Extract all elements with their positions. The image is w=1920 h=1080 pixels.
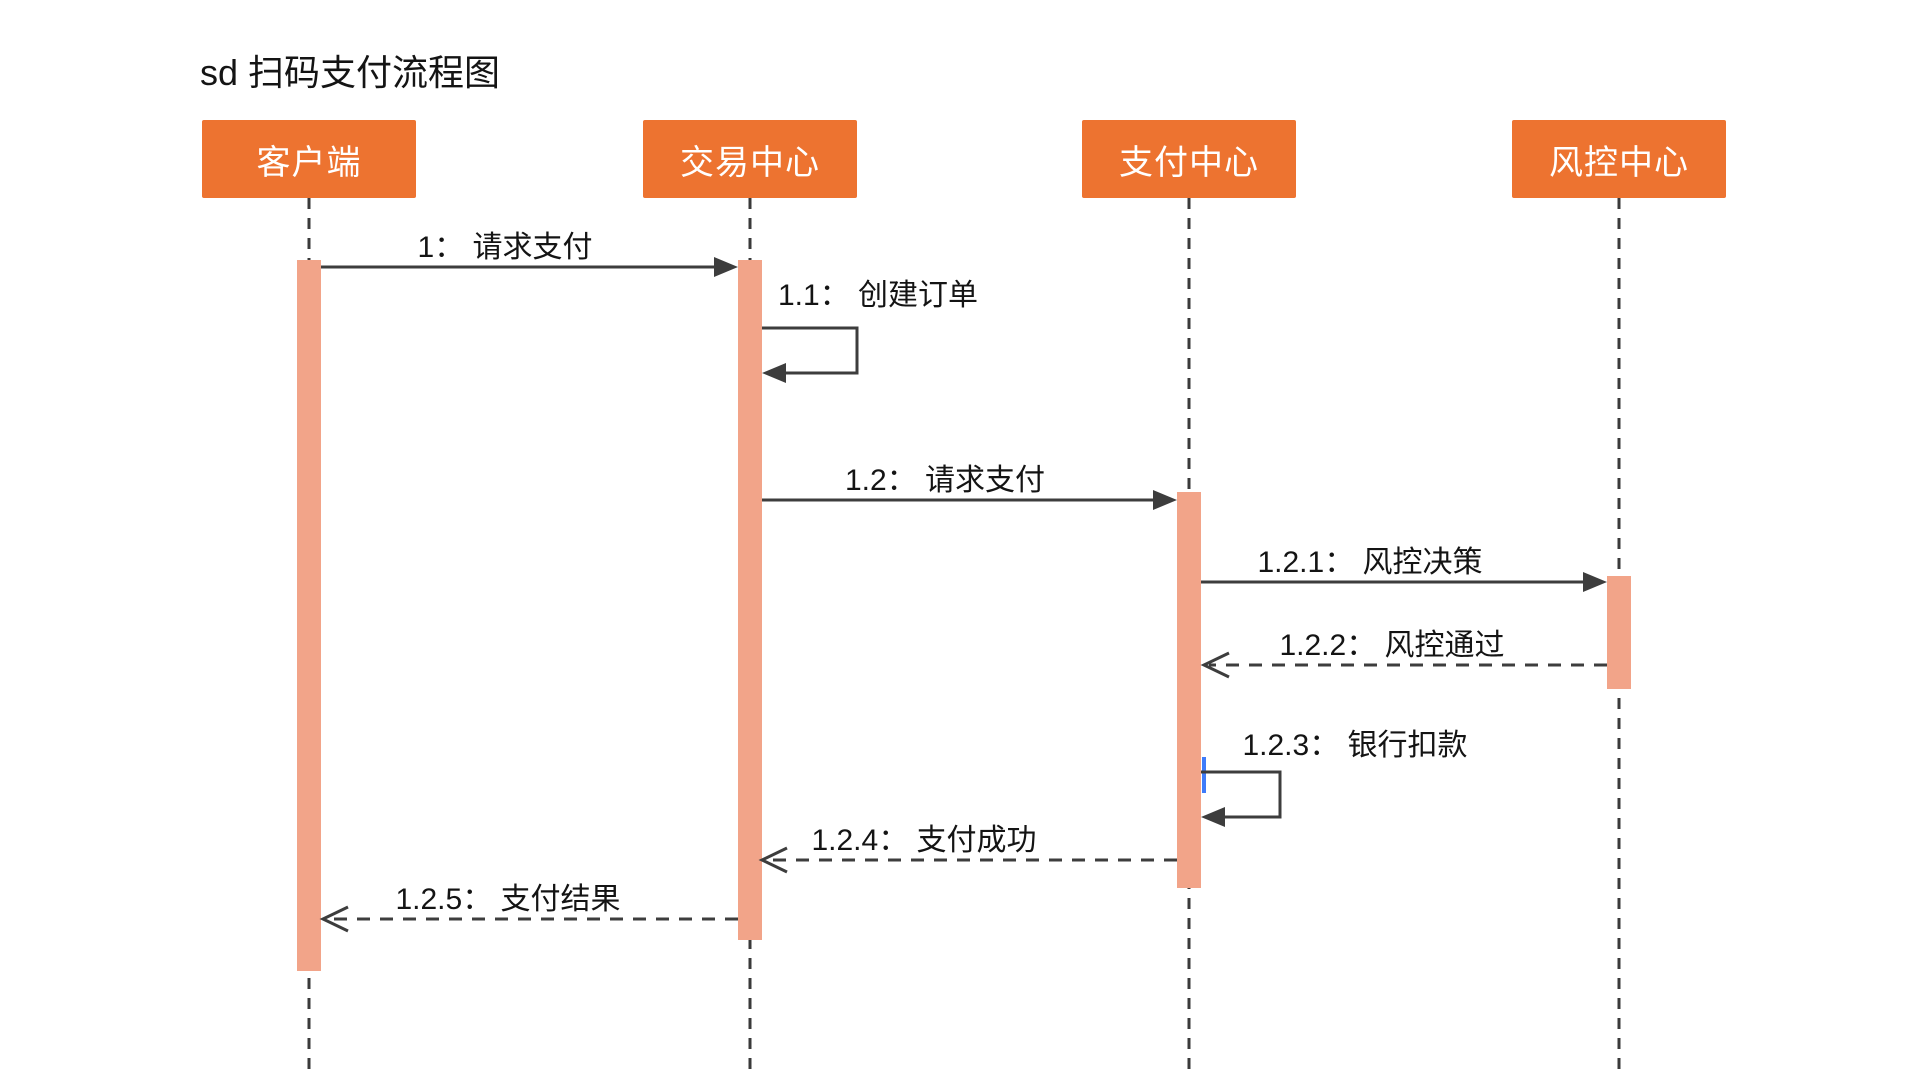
actor-box-client: 客户端 (202, 120, 416, 198)
activation-bar-trade-center (738, 260, 762, 940)
message-line-1-2-3 (1201, 770, 1282, 819)
message-arrow-1-2-5 (319, 905, 738, 933)
arrowhead-open-icon (319, 905, 349, 933)
arrowhead-filled-icon (714, 257, 738, 277)
message-arrow-1-1 (762, 326, 859, 383)
text-cursor (1202, 757, 1206, 793)
message-label-1-2: 1.2： 请求支付 (844, 464, 1046, 497)
arrowhead-filled-icon (1201, 807, 1225, 827)
activation-bar-pay-center (1177, 492, 1201, 888)
message-label-1-2-3: 1.2.3： 银行扣款 (1242, 729, 1468, 762)
actor-label-client: 客户端 (256, 143, 362, 182)
actor-label-trade-center: 交易中心 (680, 143, 820, 182)
message-label-1-2-2: 1.2.2： 风控通过 (1279, 629, 1505, 662)
message-arrow-1-2-3 (1201, 770, 1282, 827)
message-label-1: 1： 请求支付 (417, 231, 593, 264)
message-label-1-2-1: 1.2.1： 风控决策 (1257, 546, 1483, 579)
message-arrow-1-2-1 (1201, 572, 1607, 592)
actor-box-risk-center: 风控中心 (1512, 120, 1726, 198)
arrowhead-open-icon (758, 846, 788, 874)
actor-label-pay-center: 支付中心 (1119, 143, 1259, 182)
actor-box-pay-center: 支付中心 (1082, 120, 1296, 198)
activation-bar-risk-center (1607, 576, 1631, 689)
actor-box-trade-center: 交易中心 (643, 120, 857, 198)
message-label-1-1: 1.1： 创建订单 (777, 279, 979, 312)
arrowhead-filled-icon (1583, 572, 1607, 592)
activation-bar-client (297, 260, 321, 971)
message-label-1-2-5: 1.2.5： 支付结果 (395, 883, 621, 916)
message-arrow-1-2-4 (758, 846, 1177, 874)
arrowhead-filled-icon (762, 363, 786, 383)
message-arrow-1-2 (762, 490, 1177, 510)
message-line-1-1 (762, 326, 859, 375)
arrowhead-filled-icon (1153, 490, 1177, 510)
message-arrow-1-2-2 (1200, 651, 1607, 679)
diagram-title: sd 扫码支付流程图 (200, 52, 501, 93)
message-arrow-1 (321, 257, 738, 277)
arrowhead-open-icon (1200, 651, 1230, 679)
message-label-1-2-4: 1.2.4： 支付成功 (811, 824, 1037, 857)
actor-label-risk-center: 风控中心 (1549, 143, 1689, 182)
